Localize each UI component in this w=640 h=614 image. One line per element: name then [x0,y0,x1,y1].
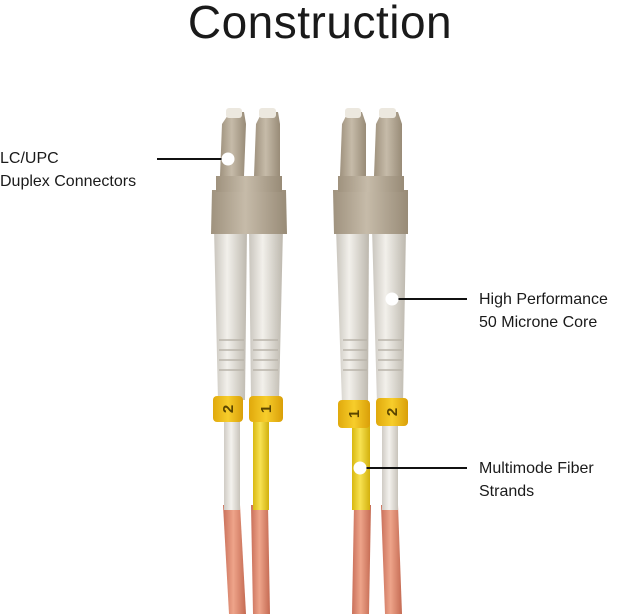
left-connector-housing [211,190,287,234]
left-latch-b [254,112,280,176]
left-marker-b-label: 1 [258,405,275,413]
right-boot-a [336,228,369,404]
left-marker-a-label: 2 [220,405,237,413]
callout-core-pointer [385,292,467,306]
left-strand-white [224,418,240,510]
right-marker-b-label: 2 [384,408,401,416]
right-latch-a [340,112,366,176]
callout-connectors-line1: LC/UPC [0,150,59,167]
left-connector-pair: 2 1 [211,108,287,614]
page-title: Construction [187,0,453,48]
callout-connectors-pointer [157,152,235,166]
right-connector-pair: 1 2 [333,108,408,614]
left-latch-a [220,112,246,176]
left-cable-jacket-b [251,505,270,614]
right-marker-a-label: 1 [346,410,363,418]
left-cable-jacket-a [223,505,246,614]
right-marker-b [376,398,408,426]
callout-connectors-label: LC/UPC Duplex Connectors [0,147,136,193]
callout-strands-line1: Multimode Fiber [479,460,594,477]
callout-strands-line2: Strands [479,483,535,500]
left-boot-b [249,228,283,400]
callout-core-line2: 50 Microne Core [479,314,598,331]
right-cable-jacket-b [381,505,402,614]
left-marker-b [249,396,283,422]
right-cable-jacket-a [352,505,371,614]
callout-core-label: High Performance 50 Microne Core [479,288,608,334]
left-strand-yellow [253,418,269,510]
right-connector-housing [333,190,408,234]
right-boot-b [372,228,406,404]
right-marker-a [338,400,370,428]
callout-core-line1: High Performance [479,291,608,308]
right-latch-b [374,112,402,176]
callout-strands-pointer [353,461,467,475]
callout-strands-label: Multimode Fiber Strands [479,457,594,503]
left-boot-a [214,228,247,400]
callout-connectors-line2: Duplex Connectors [0,173,137,190]
left-marker-a [213,396,243,422]
